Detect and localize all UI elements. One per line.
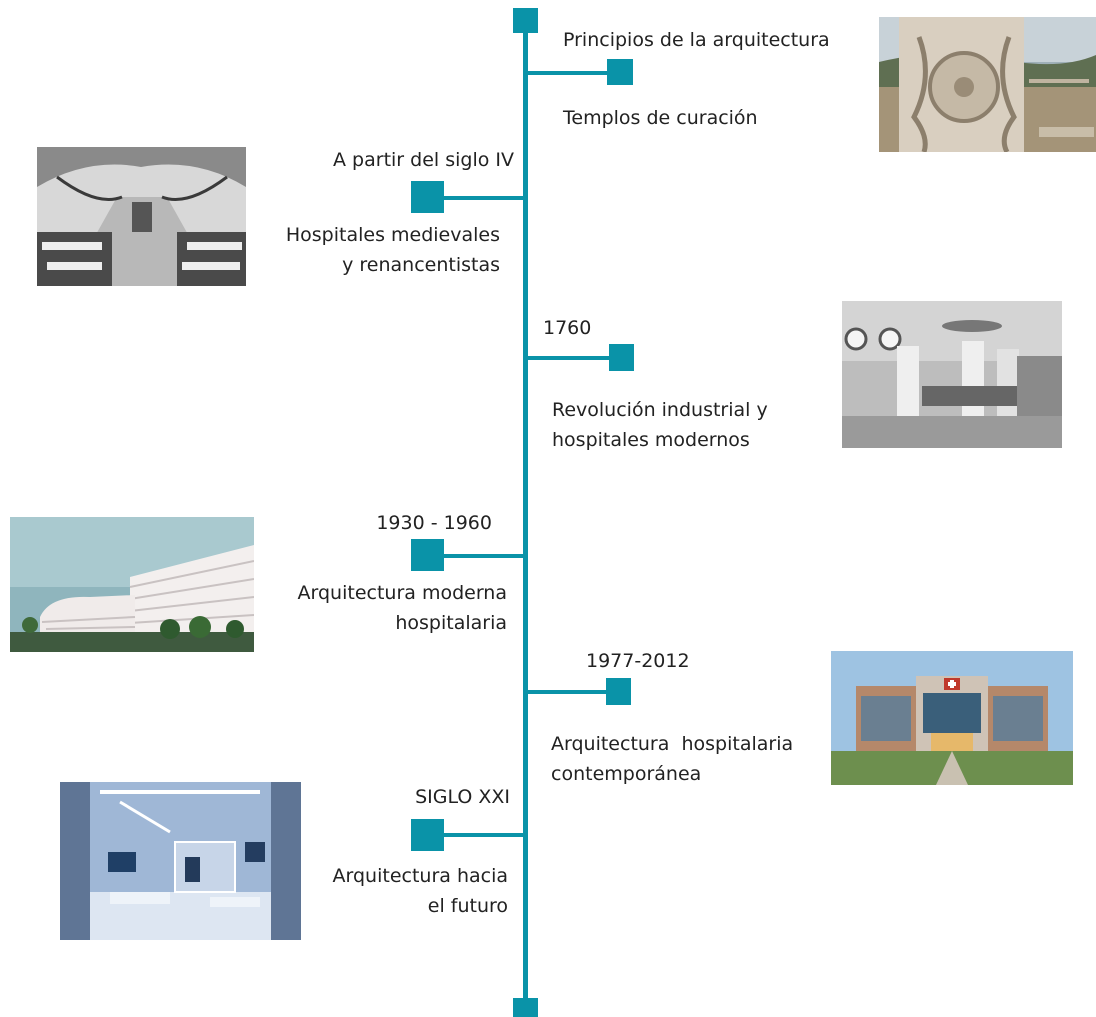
event-5-date: 1977-2012 xyxy=(586,650,690,672)
event-3-image xyxy=(842,301,1062,448)
event-1-image xyxy=(879,17,1096,152)
event-3-marker xyxy=(609,344,634,371)
timeline-start-marker xyxy=(513,8,538,33)
event-3-title: Revolución industrial y hospitales moder… xyxy=(552,399,768,451)
event-6-image xyxy=(60,782,301,940)
event-4-marker xyxy=(411,539,444,571)
event-5-marker xyxy=(606,678,631,705)
event-5-image xyxy=(831,651,1073,785)
event-2-marker xyxy=(411,181,444,213)
event-5-title: Arquitectura hospitalaria contemporánea xyxy=(551,733,794,785)
event-1-title: Templos de curación xyxy=(563,107,758,129)
event-2-connector xyxy=(440,196,526,200)
event-3-date: 1760 xyxy=(543,317,592,339)
event-2-title: Hospitales medievales y renancentistas xyxy=(285,224,500,276)
timeline-end-marker xyxy=(513,998,538,1017)
event-4-title: Arquitectura moderna hospitalaria xyxy=(297,582,507,634)
event-4-date: 1930 - 1960 xyxy=(376,512,492,534)
event-1-date: Principios de la arquitectura xyxy=(563,29,830,51)
event-3-connector xyxy=(526,356,612,360)
event-1-connector xyxy=(526,71,610,75)
event-5-connector xyxy=(526,690,610,694)
event-6-marker xyxy=(411,819,444,851)
timeline-axis xyxy=(523,8,528,1017)
event-2-date: A partir del siglo IV xyxy=(333,149,514,171)
event-6-connector xyxy=(440,833,526,837)
event-6-title: Arquitectura hacia el futuro xyxy=(332,865,508,917)
event-2-image xyxy=(37,147,246,286)
event-4-connector xyxy=(440,554,526,558)
event-6-date: SIGLO XXI xyxy=(415,786,510,808)
event-4-image xyxy=(10,517,254,652)
event-1-marker xyxy=(607,59,633,85)
